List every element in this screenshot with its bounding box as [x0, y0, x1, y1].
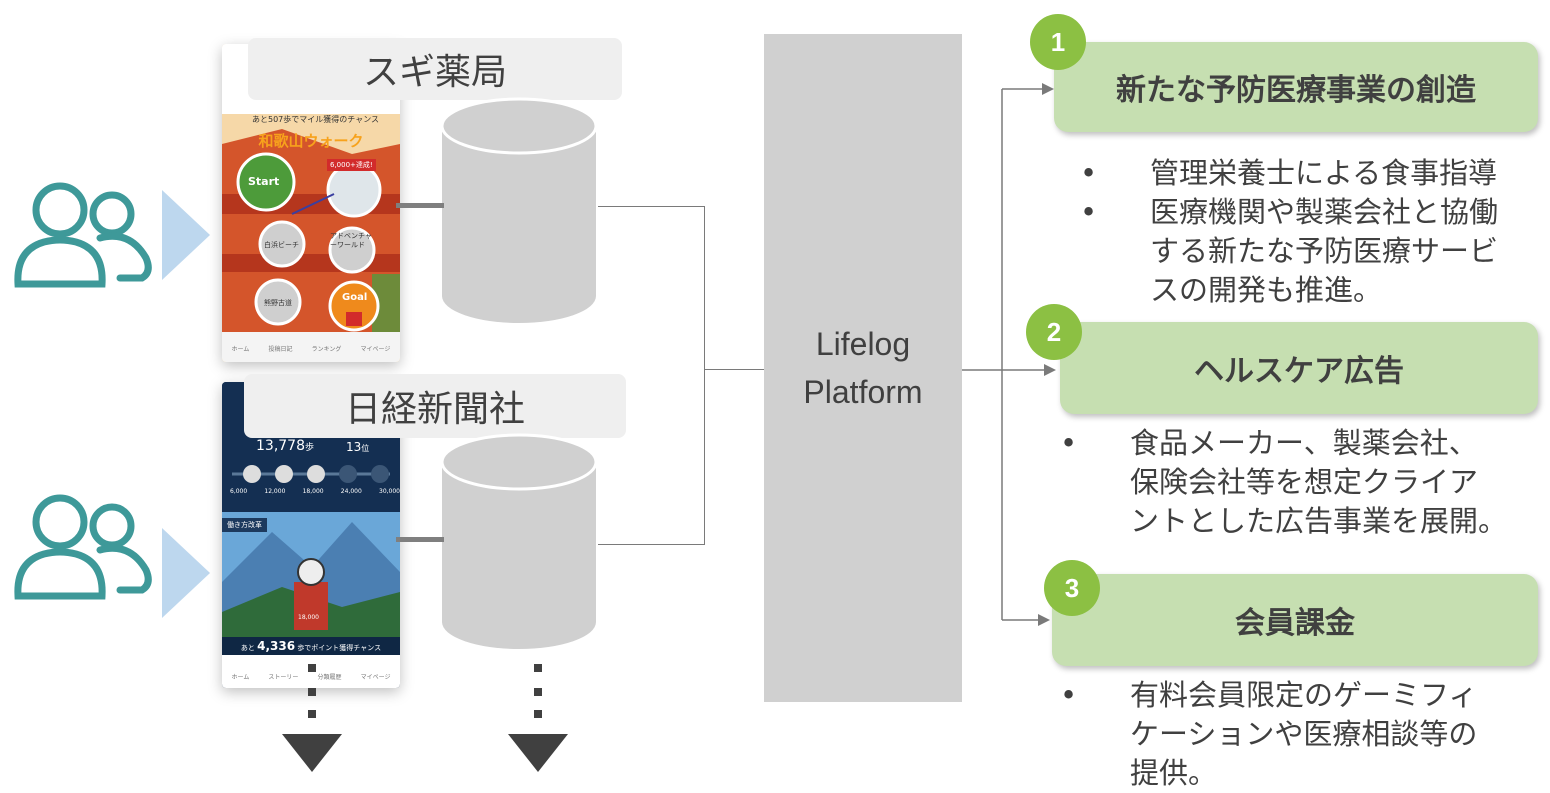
bullet-line: 医療機関や製薬会社と協働 — [1150, 195, 1499, 229]
bullet-line: ントとした広告事業を展開。 — [1130, 504, 1508, 538]
source-label-nikkei: 日経新聞社 — [244, 374, 626, 438]
nikkei-nav-mypage[interactable]: マイページ — [360, 674, 391, 681]
milestone-label: 24,000 — [340, 488, 362, 495]
milestone-label: 30,000 — [379, 488, 400, 495]
sugi-goal-label: Goal — [342, 292, 368, 303]
bullet-line: する新たな予防医療サービ — [1150, 234, 1499, 268]
milestone-label: 12,000 — [264, 488, 286, 495]
connector-line — [396, 537, 444, 542]
bullet-dot: • — [1060, 678, 1078, 712]
service-2-bullets: • 食品メーカー、製薬会社、 保険会社等を想定クライア ントとした広告事業を展開… — [1060, 424, 1540, 541]
nikkei-rank-value: 13 — [346, 440, 362, 454]
sugi-bottom-nav: ホーム 投稿日記 ランキング マイページ — [222, 344, 400, 353]
platform-line2: Platform — [803, 374, 923, 410]
flow-arrow-icon — [162, 190, 210, 280]
nikkei-steps: 13,778歩 — [256, 438, 314, 454]
bullet-line: スの開発も推進。 — [1150, 273, 1383, 307]
bullet-line: 有料会員限定のゲーミフィ — [1130, 678, 1478, 712]
sugi-spot-adventure: アドベンチャーワールド — [330, 232, 372, 249]
sugi-start-label: Start — [248, 175, 280, 188]
service-preventive-medicine: 新たな予防医療事業の創造 — [1054, 42, 1538, 132]
bullet-dot: • — [1060, 426, 1078, 460]
nikkei-marker: 18,000 — [298, 614, 319, 621]
nikkei-status-text: あと 4,336 歩でポイント獲得チャンス — [222, 637, 400, 655]
sugi-nav-ranking[interactable]: ランキング — [311, 346, 342, 353]
bullet-item: • 管理栄養士による食事指導 — [1080, 154, 1540, 193]
nikkei-remaining: 4,336 — [257, 639, 296, 653]
bullet-line: 食品メーカー、製薬会社、 — [1130, 426, 1478, 460]
service-3-bullets: • 有料会員限定のゲーミフィ ケーションや医療相談等の 提供。 — [1060, 676, 1540, 793]
nikkei-status-suffix: 歩でポイント獲得チャンス — [297, 644, 382, 652]
sugi-spot-beach: 白浜ビーチ — [264, 241, 299, 249]
sugi-nav-home[interactable]: ホーム — [231, 346, 250, 353]
platform-to-services-arrows — [962, 83, 1056, 626]
source-label-sugi: スギ薬局 — [248, 38, 622, 100]
nikkei-milestones: 6,000 12,000 18,000 24,000 30,000 — [230, 488, 400, 495]
service-membership-fee: 会員課金 — [1052, 574, 1538, 666]
service-number-badge: 2 — [1026, 304, 1082, 360]
bullet-line: 提供。 — [1130, 756, 1218, 790]
sugi-goal-badge: 6,000+達成! — [327, 159, 376, 171]
database-icon — [440, 433, 598, 649]
lifelog-platform-block: Lifelog Platform — [764, 34, 962, 702]
sugi-nav-mypage[interactable]: マイページ — [360, 346, 391, 353]
connector-line — [396, 203, 444, 208]
flow-arrow-icon — [162, 528, 210, 618]
milestone-label: 18,000 — [302, 488, 324, 495]
nikkei-nav-home[interactable]: ホーム — [231, 674, 250, 681]
nikkei-app-illustration — [222, 382, 400, 688]
connector-line — [704, 206, 705, 545]
service-number-badge: 1 — [1030, 14, 1086, 70]
more-databases-arrow-icon — [508, 664, 568, 772]
nikkei-bottom-nav: ホーム ストーリー 分類履歴 マイページ — [222, 672, 400, 681]
bullet-dot: • — [1080, 156, 1098, 190]
connector-line — [704, 369, 764, 370]
nikkei-steps-value: 13,778 — [256, 438, 305, 454]
milestone-label: 6,000 — [230, 488, 248, 495]
users-icon — [14, 494, 152, 600]
bullet-item: • 有料会員限定のゲーミフィ ケーションや医療相談等の 提供。 — [1060, 676, 1540, 793]
connector-line — [598, 206, 704, 207]
nikkei-category-tag: 働き方改革 — [222, 518, 267, 532]
bullet-item: • 食品メーカー、製薬会社、 保険会社等を想定クライア ントとした広告事業を展開… — [1060, 424, 1540, 541]
bullet-line: 管理栄養士による食事指導 — [1150, 156, 1498, 190]
nikkei-nav-story[interactable]: ストーリー — [268, 674, 299, 681]
service-healthcare-ads: ヘルスケア広告 — [1060, 322, 1538, 414]
service-1-bullets: • 管理栄養士による食事指導 • 医療機関や製薬会社と協働 する新たな予防医療サ… — [1080, 154, 1540, 310]
bullet-item: • 医療機関や製薬会社と協働 する新たな予防医療サービ スの開発も推進。 — [1080, 193, 1540, 310]
nikkei-status-prefix: あと — [240, 644, 255, 652]
database-icon — [440, 97, 598, 323]
sugi-app-title: 和歌山ウォーク — [258, 132, 364, 150]
more-sources-arrow-icon — [282, 664, 342, 772]
sugi-spot-kumano: 熊野古道 — [264, 299, 292, 307]
nikkei-rank: 13位 — [346, 440, 369, 454]
nikkei-steps-unit: 歩 — [305, 443, 315, 453]
sugi-status-text: あと507歩でマイル獲得のチャンス — [252, 115, 380, 124]
bullet-line: 保険会社等を想定クライア — [1130, 465, 1479, 499]
bullet-dot: • — [1080, 195, 1098, 229]
nikkei-rank-unit: 位 — [361, 444, 370, 453]
nikkei-nav-history[interactable]: 分類履歴 — [317, 674, 342, 681]
users-icon — [14, 182, 152, 288]
connector-line — [598, 544, 704, 545]
service-number-badge: 3 — [1044, 560, 1100, 616]
platform-line1: Lifelog — [815, 326, 911, 362]
bullet-line: ケーションや医療相談等の — [1130, 717, 1478, 751]
sugi-nav-diary[interactable]: 投稿日記 — [268, 346, 293, 353]
